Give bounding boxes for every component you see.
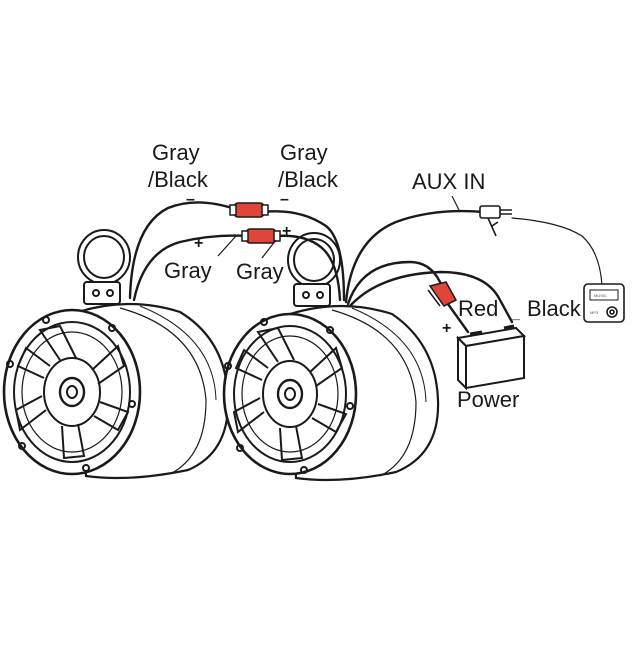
wire-left-gray-black — [128, 201, 240, 300]
label-gray-black-left-line1: Gray — [152, 140, 200, 165]
wires — [128, 201, 603, 334]
wire-right-gray — [274, 234, 342, 302]
sign-plus-left: + — [194, 235, 203, 252]
wire-aux — [344, 209, 486, 304]
sign-plus-battery: + — [442, 320, 451, 337]
sign-minus-black: _ — [510, 305, 521, 322]
mp3-player — [583, 283, 625, 323]
label-red: Red — [458, 296, 498, 321]
label-gray-black-left-line2: /Black — [148, 167, 209, 192]
label-black: Black — [527, 296, 582, 321]
battery — [455, 324, 527, 391]
label-gray-right: Gray — [236, 259, 284, 284]
mp3-screen-text: MUSIC — [594, 293, 607, 298]
connector-gray-black — [233, 202, 265, 218]
fuse-holder — [428, 281, 458, 307]
wire-right-gray-black — [260, 210, 346, 302]
right-speaker — [222, 232, 440, 482]
label-gray-left: Gray — [164, 258, 212, 283]
left-clamp — [77, 229, 131, 305]
wire-left-gray — [132, 234, 250, 302]
left-speaker-grille — [2, 308, 142, 476]
label-gray-black-right-line2: /Black — [278, 167, 339, 192]
sign-minus-left: – — [186, 191, 195, 208]
leader-lines — [217, 195, 461, 259]
mp3-screen — [589, 289, 619, 301]
aux-plug — [479, 205, 512, 237]
right-clamp — [287, 232, 341, 307]
connectors — [229, 202, 458, 307]
label-power: Power — [457, 387, 519, 412]
mp3-badge: MP3 — [590, 310, 599, 315]
label-aux-in: AUX IN — [412, 169, 485, 194]
label-gray-black-right-line1: Gray — [280, 140, 328, 165]
wire-aux-player — [511, 217, 603, 287]
connector-gray — [245, 228, 277, 244]
sign-plus-right: + — [282, 223, 291, 240]
sign-minus-right: – — [280, 191, 289, 208]
right-speaker-grille — [222, 312, 358, 476]
wire-power-red — [346, 260, 442, 306]
wire-power-black — [348, 270, 514, 324]
left-speaker — [2, 229, 230, 480]
